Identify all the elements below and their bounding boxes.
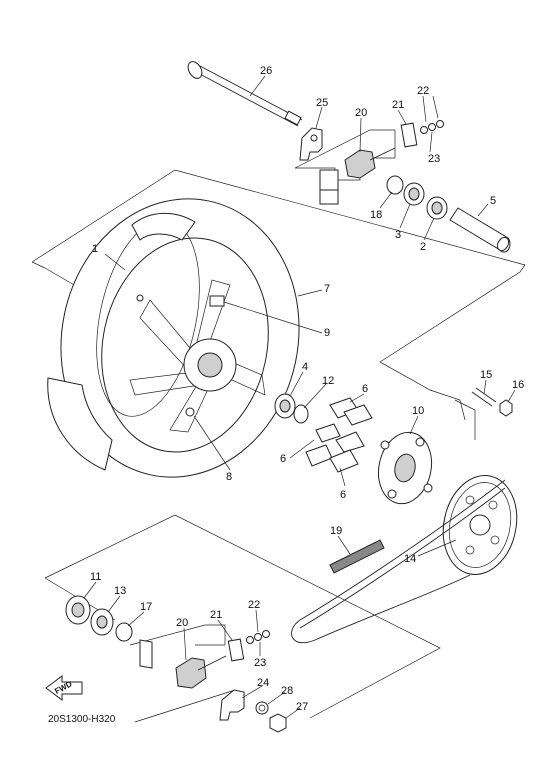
callout-8: 8: [226, 471, 232, 483]
callout-4: 4: [302, 361, 308, 373]
leader-lines: [83, 75, 516, 719]
sprocket-hub: [377, 431, 433, 505]
adjuster-assembly-upper: [319, 120, 444, 205]
adjuster-assembly-lower: [139, 630, 287, 733]
callout-10: 10: [412, 405, 424, 417]
callout-23-upper: 23: [428, 153, 440, 165]
callout-26: 26: [260, 65, 272, 77]
assembly-planes: [31, 129, 526, 723]
bearings-left: [65, 595, 133, 642]
stud-and-nut: [471, 387, 513, 417]
callout-16: 16: [512, 379, 524, 391]
callout-22-lower: 22: [248, 599, 260, 611]
callout-15: 15: [480, 369, 492, 381]
rear-wheel: [47, 198, 300, 478]
drawing-code: 20S1300-H320: [48, 714, 116, 725]
callout-7: 7: [324, 283, 330, 295]
callout-20-upper: 20: [355, 107, 367, 119]
callout-6-bottom: 6: [340, 489, 346, 501]
wheel-spokes: [129, 279, 266, 433]
callout-6-left: 6: [280, 453, 286, 465]
callout-22-upper: 22: [417, 85, 429, 97]
callout-19: 19: [330, 525, 342, 537]
callout-27: 27: [296, 701, 308, 713]
callout-24: 24: [257, 677, 269, 689]
chain-puller-upper: [299, 127, 323, 161]
callout-9: 9: [324, 327, 330, 339]
axle: [187, 61, 303, 127]
callout-13: 13: [114, 585, 126, 597]
callout-17: 17: [140, 601, 152, 613]
callout-28: 28: [281, 685, 293, 697]
damper-set: [305, 397, 373, 473]
callout-5: 5: [490, 195, 496, 207]
callout-21-lower: 21: [210, 609, 222, 621]
callout-3: 3: [395, 229, 401, 241]
callout-labels: 26 25 20 21 22 23 18 3 2 5 1 7 9 4 12 6 …: [48, 65, 524, 725]
callout-20-lower: 20: [176, 617, 188, 629]
bearings-right: [386, 175, 511, 253]
callout-2: 2: [420, 241, 426, 253]
callout-11: 11: [90, 571, 101, 583]
callout-12: 12: [322, 375, 334, 387]
callout-21-upper: 21: [392, 99, 404, 111]
callout-25: 25: [316, 97, 328, 109]
callout-23-lower: 23: [254, 657, 266, 669]
drive-chain: [291, 479, 506, 644]
callout-1: 1: [92, 243, 98, 255]
callout-18: 18: [370, 209, 382, 221]
bearings-left-hub: [274, 393, 309, 424]
callout-6-top: 6: [362, 383, 368, 395]
fwd-arrow-icon: [45, 675, 83, 701]
callout-14: 14: [404, 553, 416, 565]
sprocket: [442, 475, 518, 575]
